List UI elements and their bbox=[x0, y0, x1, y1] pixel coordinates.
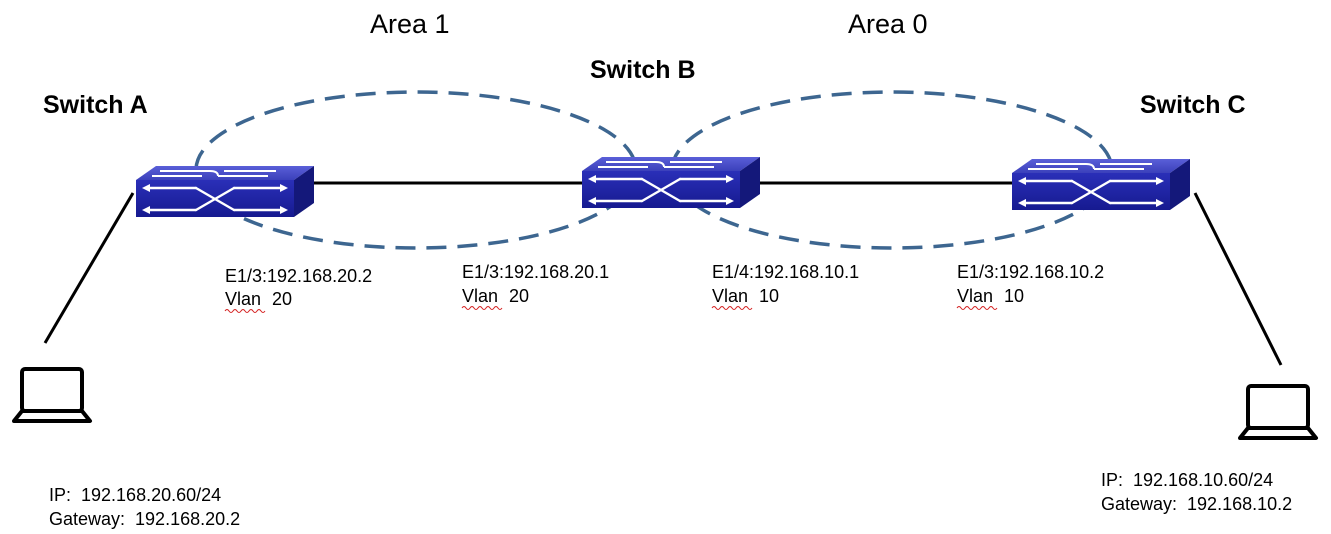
interface-b2-port: E1/4:192.168.10.1 bbox=[712, 262, 859, 282]
interface-b1-vlan-id: 20 bbox=[509, 286, 529, 306]
spellcheck-underline bbox=[956, 306, 998, 310]
link-host-right bbox=[1193, 192, 1283, 366]
area-0-label: Area 0 bbox=[848, 9, 928, 39]
host-right-gateway: Gateway: 192.168.10.2 bbox=[1101, 494, 1292, 514]
switch-a-icon bbox=[134, 164, 316, 219]
interface-a-vlan-word: Vlan bbox=[225, 289, 261, 309]
host-left-gateway: Gateway: 192.168.20.2 bbox=[49, 509, 240, 529]
switch-b-label: Switch B bbox=[590, 56, 696, 84]
spellcheck-underline bbox=[461, 306, 503, 310]
interface-b1-vlan-word: Vlan bbox=[462, 286, 498, 306]
host-right-ip: IP: 192.168.10.60/24 bbox=[1101, 470, 1273, 490]
host-left-ip: IP: 192.168.20.60/24 bbox=[49, 485, 221, 505]
spellcheck-underline bbox=[711, 306, 753, 310]
interface-b2-vlan-word: Vlan bbox=[712, 286, 748, 306]
interface-a-vlan-id: 20 bbox=[272, 289, 292, 309]
host-left-laptop-icon bbox=[12, 367, 92, 423]
area-1-label: Area 1 bbox=[370, 9, 450, 39]
interface-c-vlan-id: 10 bbox=[1004, 286, 1024, 306]
interface-c-vlan-word: Vlan bbox=[957, 286, 993, 306]
spellcheck-underline bbox=[224, 309, 266, 313]
switch-c-label: Switch C bbox=[1140, 91, 1246, 119]
switch-b-icon bbox=[580, 155, 762, 210]
interface-b2-vlan-id: 10 bbox=[759, 286, 779, 306]
interface-a-port: E1/3:192.168.20.2 bbox=[225, 266, 372, 286]
switch-a-label: Switch A bbox=[43, 91, 148, 119]
switch-c-icon bbox=[1010, 157, 1192, 212]
interface-b1-port: E1/3:192.168.20.1 bbox=[462, 262, 609, 282]
link-host-left bbox=[43, 192, 135, 344]
interface-c-port: E1/3:192.168.10.2 bbox=[957, 262, 1104, 282]
host-right-laptop-icon bbox=[1238, 384, 1318, 440]
